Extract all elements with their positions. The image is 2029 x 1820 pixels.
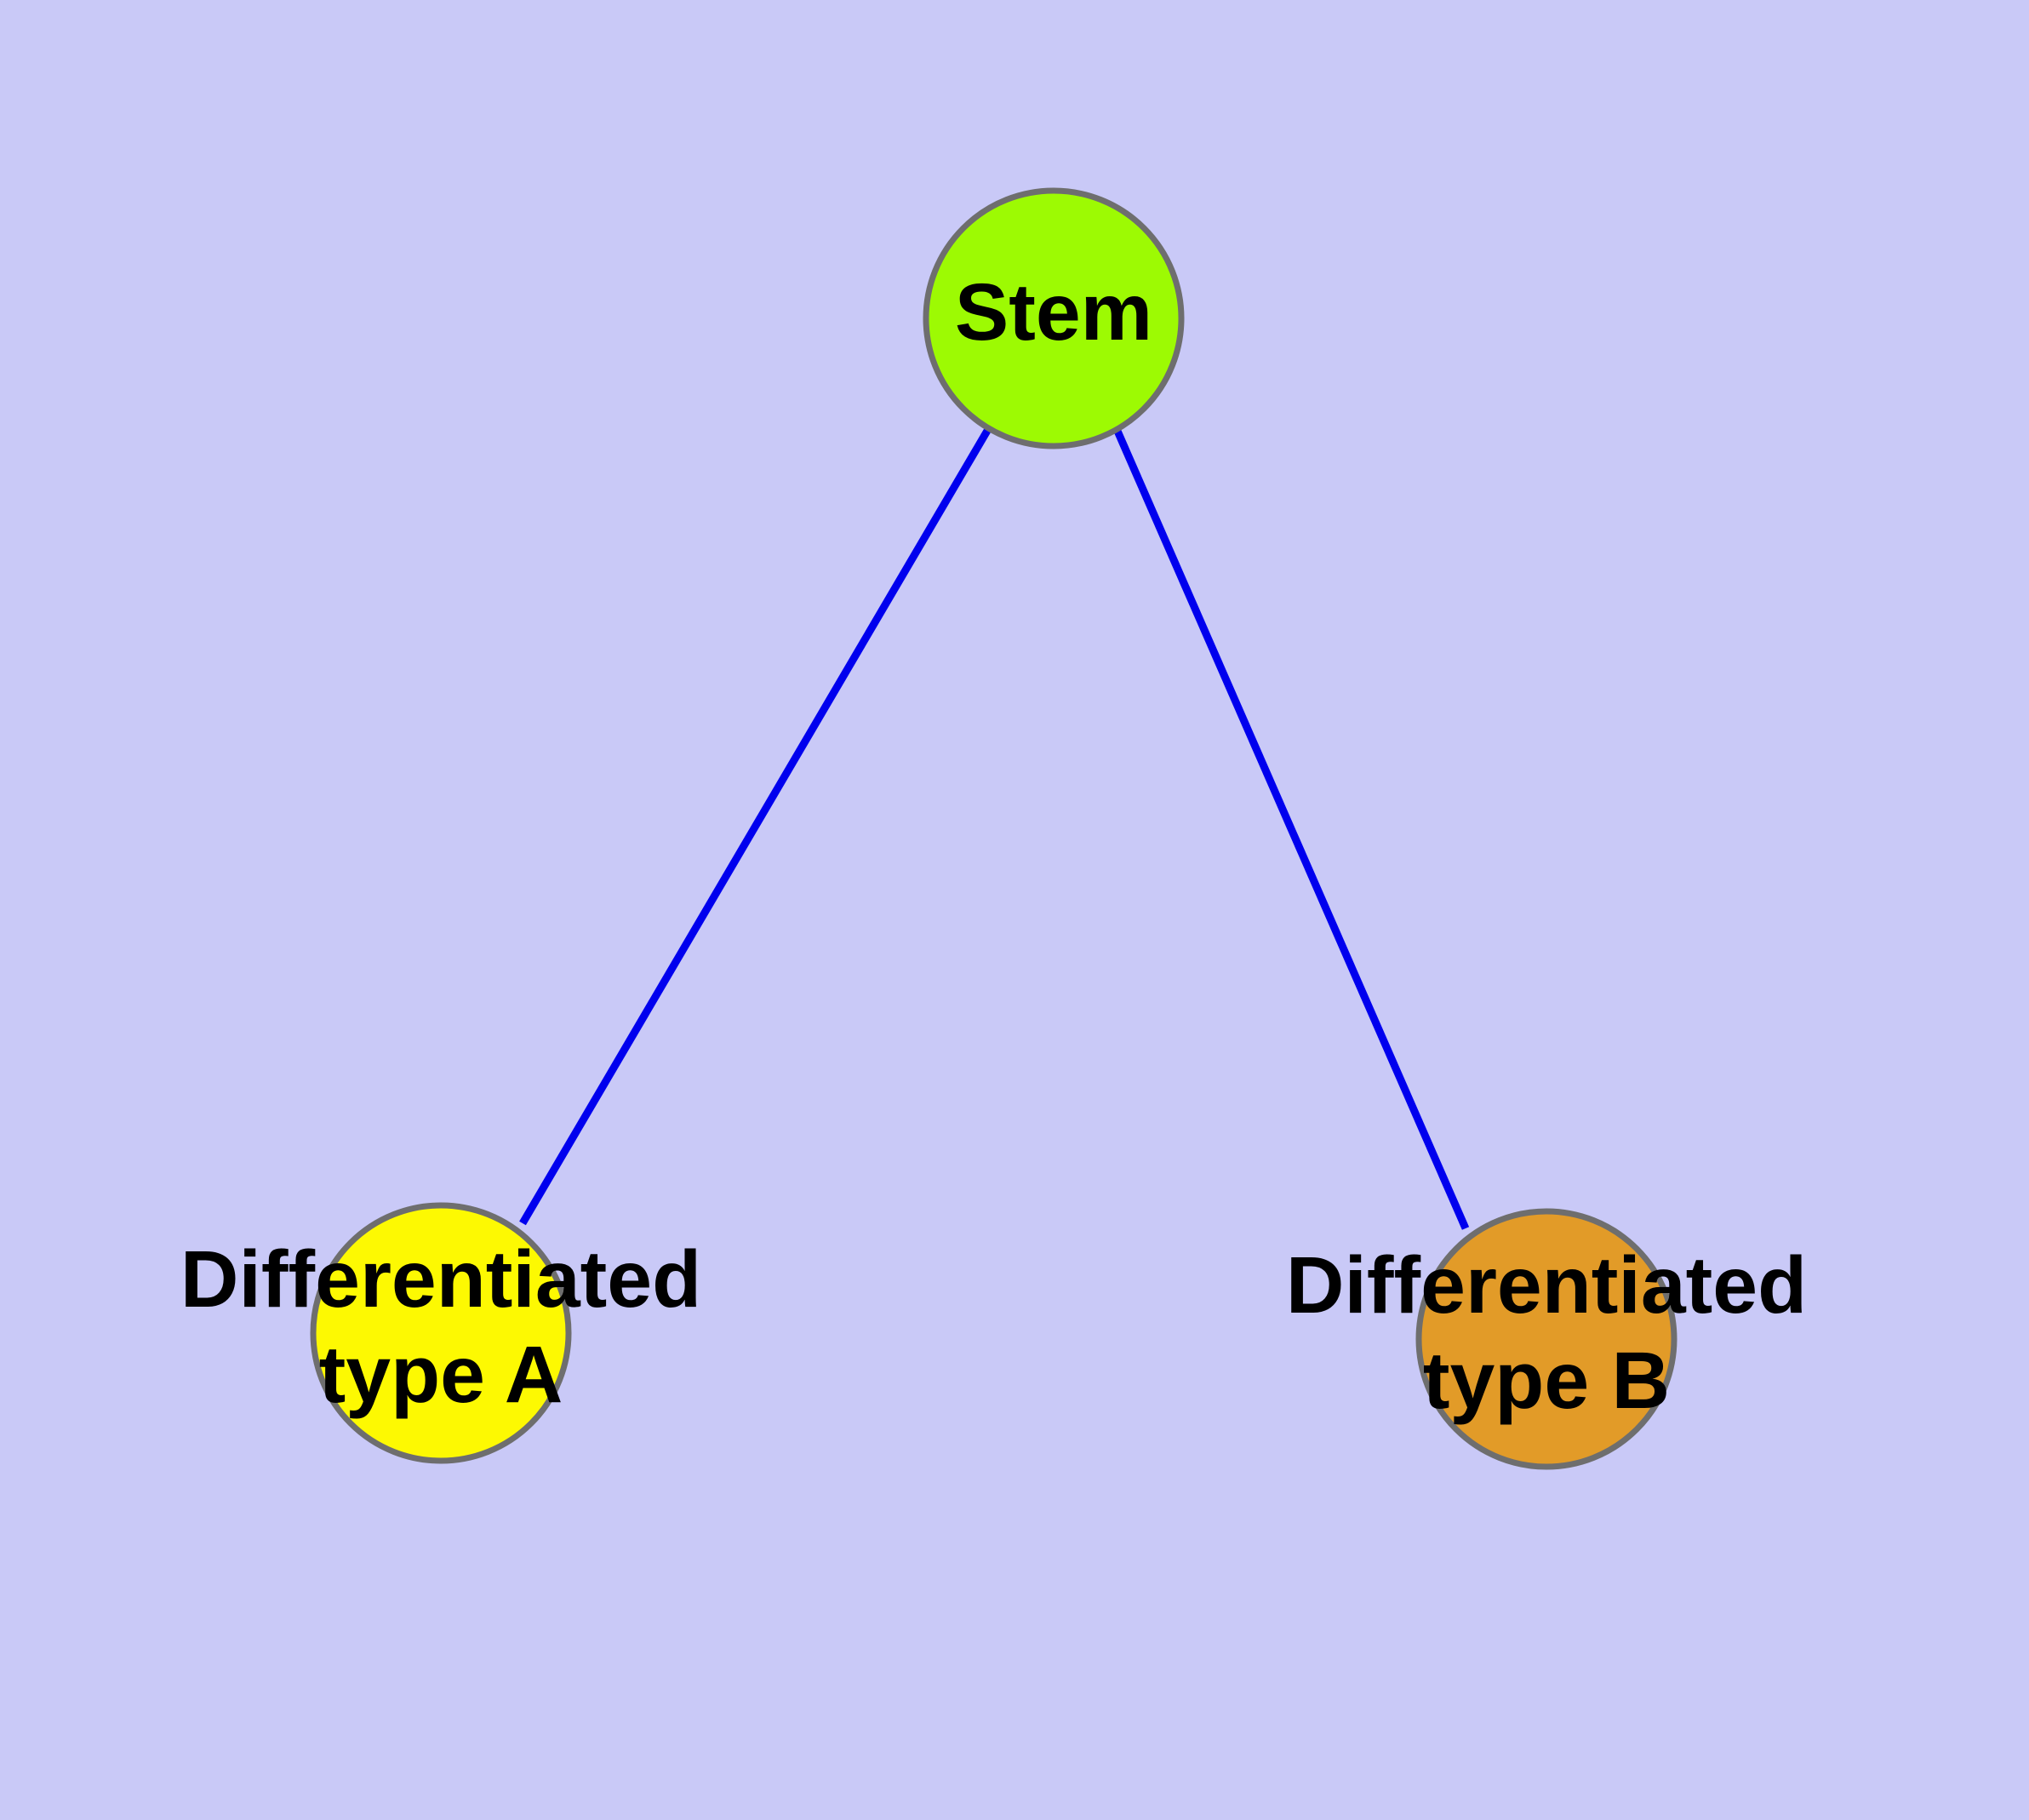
node-differentiated-type-a-circle[interactable]: [310, 1202, 572, 1464]
node-layer: [310, 187, 1677, 1470]
edge-layer: [519, 427, 1470, 1230]
node-label-line: Stem: [955, 267, 1152, 358]
node-differentiated-type-b-circle[interactable]: [1415, 1208, 1677, 1470]
node-label-line: type A: [319, 1330, 563, 1420]
node-label-line: type B: [1423, 1336, 1670, 1426]
node-differentiated-type-b[interactable]: [1415, 1208, 1677, 1470]
node-differentiated-type-a[interactable]: [310, 1202, 572, 1464]
edge-stem-to-differentiated-type-b[interactable]: [1112, 427, 1470, 1230]
node-label-line: Differentiated: [1286, 1240, 1807, 1331]
node-stem-label: Stem: [955, 267, 1152, 358]
node-label-line: Differentiated: [180, 1234, 701, 1325]
edge-stem-to-differentiated-type-a[interactable]: [519, 428, 991, 1226]
node-stem-circle[interactable]: [923, 187, 1185, 449]
node-stem[interactable]: [923, 187, 1185, 449]
